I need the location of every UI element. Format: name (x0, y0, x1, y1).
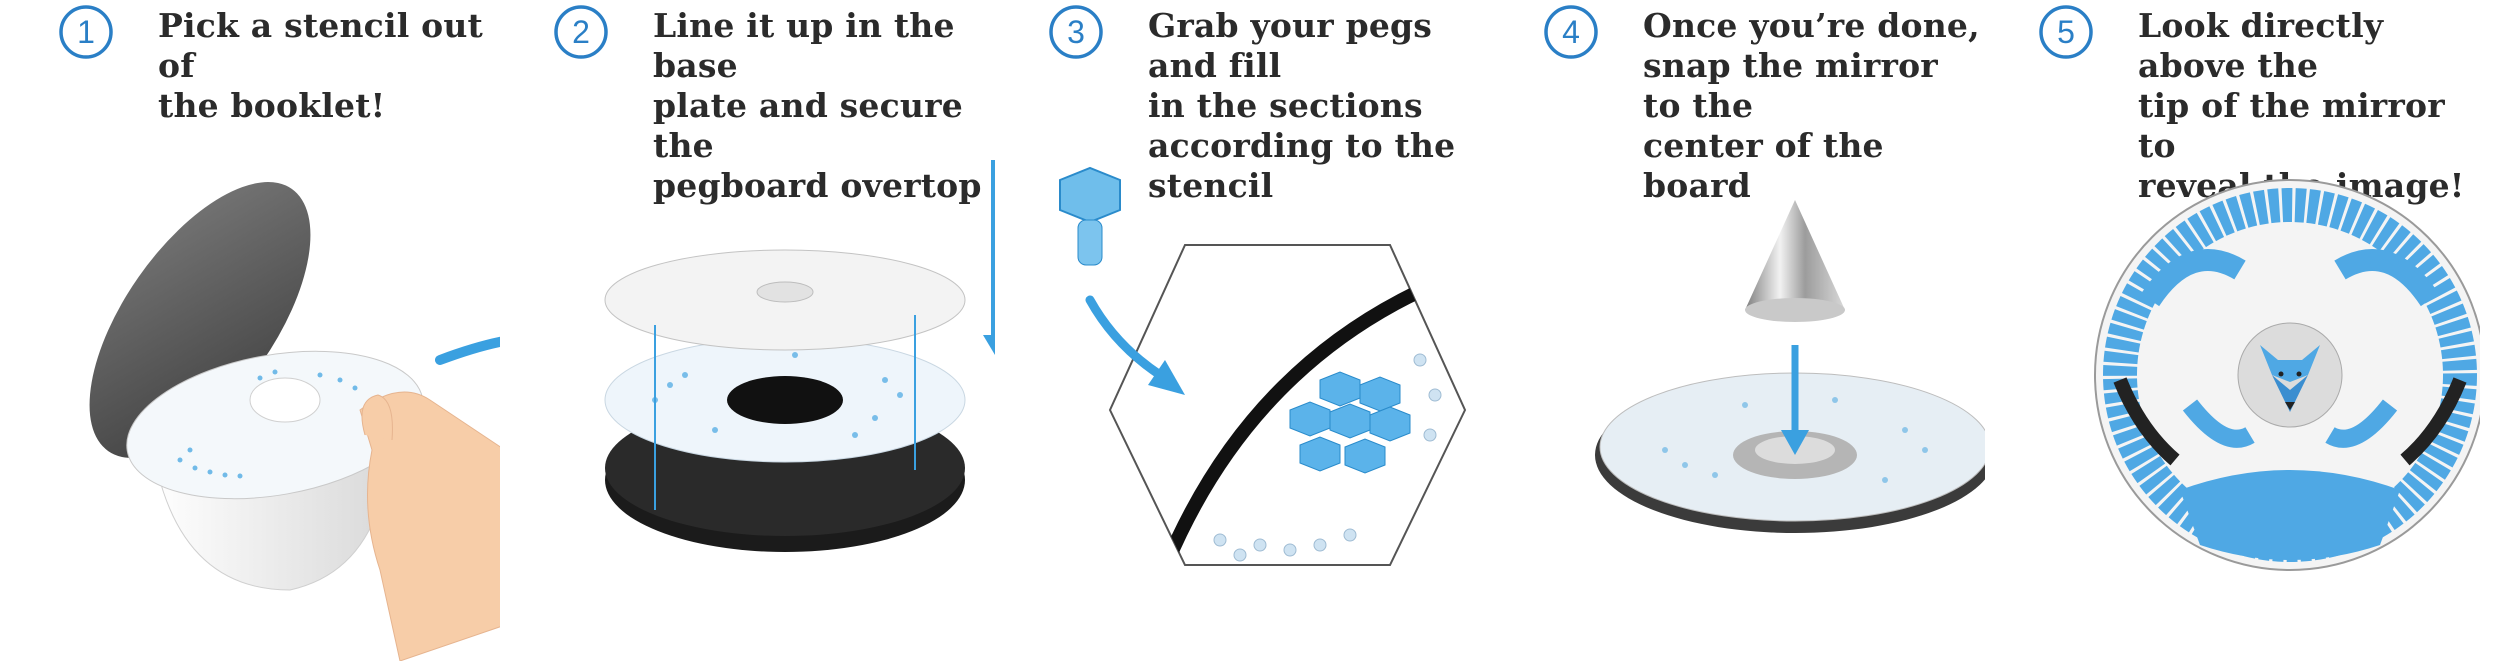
step-instruction: Pick a stencil out of the booklet! (158, 6, 483, 125)
step-instruction: Grab your pegs and fill in the sections … (1148, 6, 1456, 205)
step-number-badge: 4 (1543, 4, 1599, 60)
step-number: 2 (572, 14, 590, 50)
step-2: 2 Line it up in the base plate and secur… (495, 0, 995, 661)
mirror-illustration (1485, 150, 1985, 661)
step-instruction: Line it up in the base plate and secure … (653, 6, 982, 205)
step-number: 4 (1562, 14, 1580, 50)
assembly-illustration (495, 150, 995, 661)
step-4: 4 Once you’re done, snap the mirror to t… (1485, 0, 1985, 661)
step-number-badge: 3 (1048, 4, 1104, 60)
stencil-booklet-illustration (0, 150, 500, 661)
step-5: 5 Look directly above the tip of the mir… (1980, 0, 2480, 661)
step-3: 3 Grab your pegs and fill in the section… (990, 0, 1490, 661)
reveal-illustration (1980, 150, 2480, 661)
step-number-badge: 2 (553, 4, 609, 60)
step-1: 1 Pick a stencil out of the booklet! (0, 0, 500, 661)
step-number-badge: 5 (2038, 4, 2094, 60)
step-number: 1 (77, 14, 95, 50)
step-number: 5 (2057, 14, 2075, 50)
step-instruction: Once you’re done, snap the mirror to the… (1643, 6, 1980, 205)
pegs-illustration (990, 150, 1490, 661)
step-number-badge: 1 (58, 4, 114, 60)
step-number: 3 (1067, 14, 1085, 50)
